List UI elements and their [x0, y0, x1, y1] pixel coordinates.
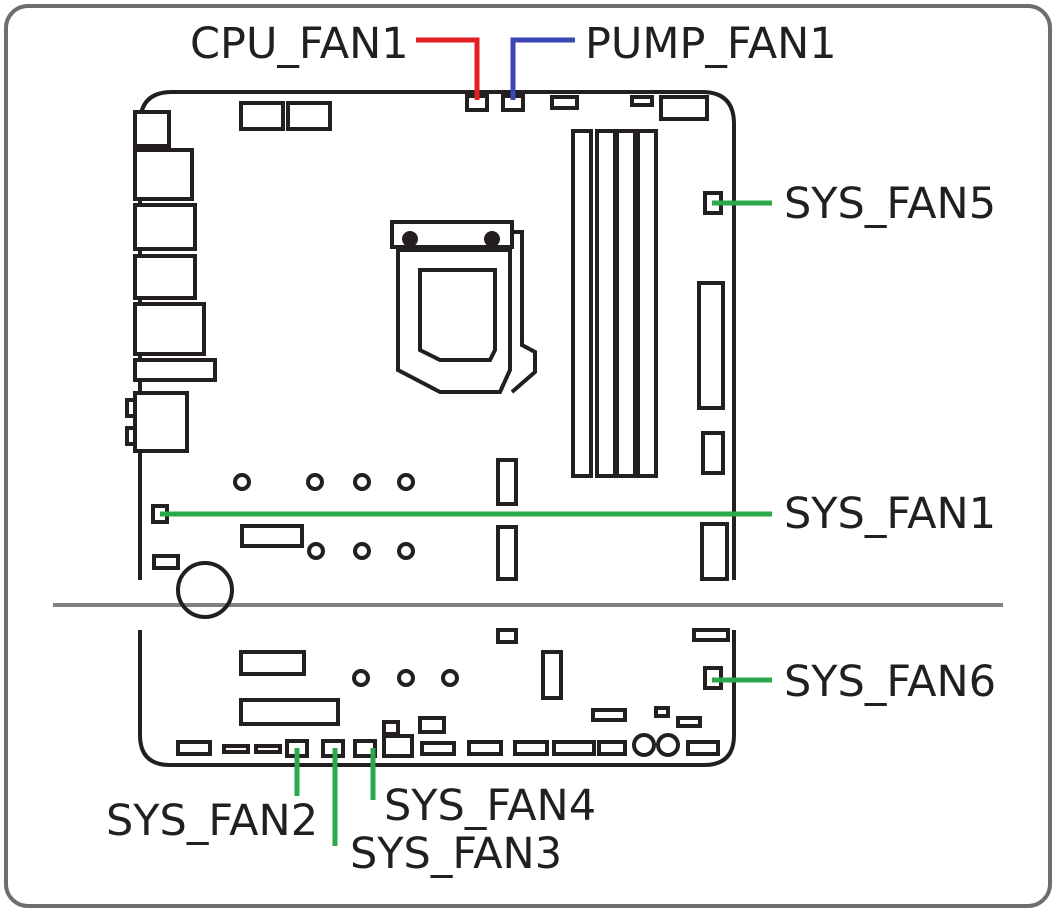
label-sys-fan2: SYS_FAN2	[106, 796, 318, 846]
bottom-circle-2	[656, 733, 680, 757]
io-port-1	[133, 110, 171, 148]
top-connector-5	[659, 95, 709, 121]
bottom-slot-1	[239, 650, 306, 676]
bottom-header-5	[467, 740, 503, 756]
leader-lines	[160, 37, 772, 846]
io-port-audio-nub	[125, 398, 137, 418]
motherboard-bottom	[138, 630, 736, 767]
label-sys-fan4: SYS_FAN4	[384, 781, 596, 831]
label-sys-fan1: SYS_FAN1	[784, 489, 996, 539]
top-connector-4	[630, 95, 654, 107]
label-sys-fan5: SYS_FAN5	[784, 179, 996, 229]
bottom-circle-1	[632, 733, 656, 757]
dimm-slots	[571, 129, 658, 478]
socket-screw-left	[402, 231, 418, 247]
socket-screw-right	[484, 231, 500, 247]
mounting-holes-bottom	[352, 669, 459, 687]
bottom-connector-c	[676, 716, 702, 728]
outer-frame	[4, 4, 1052, 908]
bottom-header-1	[176, 740, 212, 756]
bottom-header-8	[597, 740, 627, 756]
m2-slot-1	[496, 458, 518, 506]
pump-fan1-line	[510, 37, 575, 100]
bottom-header-2	[222, 744, 250, 754]
socket-frame-top	[390, 220, 514, 249]
dimm-slot-3	[615, 129, 637, 478]
io-ports	[125, 110, 217, 453]
bottom-m2-stub	[496, 628, 518, 644]
top-connector-2	[286, 101, 332, 131]
label-sys-fan6: SYS_FAN6	[784, 657, 996, 707]
io-port-2	[133, 148, 194, 201]
m2-slot-2	[496, 525, 518, 581]
misc-top	[151, 458, 518, 581]
bottom-header-3	[254, 744, 282, 754]
bottom-header-6	[513, 740, 549, 756]
cpu-socket	[390, 220, 537, 394]
socket-lever	[510, 230, 537, 394]
bottom-slot-2	[239, 698, 340, 726]
bottom-connector-b	[654, 706, 670, 718]
top-connector-1	[239, 101, 285, 131]
io-port-4	[133, 254, 197, 300]
bottom-connector-a	[591, 708, 627, 722]
atx-power	[697, 281, 725, 410]
bottom-components	[176, 628, 730, 758]
bottom-m2-slot	[541, 650, 563, 700]
dimm-slot-4	[636, 129, 658, 478]
top-connectors	[239, 94, 709, 131]
battery	[176, 561, 234, 619]
bottom-right-stub	[692, 628, 730, 642]
bottom-connector-d	[382, 720, 400, 736]
right-connector-usb	[700, 522, 729, 581]
bottom-connector-f	[382, 734, 414, 758]
io-port-audio	[133, 391, 189, 453]
bottom-header-4	[420, 741, 456, 756]
board-outline-bottom	[138, 630, 736, 767]
small-header-left	[152, 554, 180, 570]
label-cpu-fan1: CPU_FAN1	[190, 19, 409, 69]
io-port-6	[133, 358, 217, 382]
right-connector-small	[701, 431, 725, 475]
bottom-header-9	[686, 740, 720, 756]
right-connectors	[697, 191, 729, 581]
io-port-audio-nub2	[125, 426, 137, 446]
mounting-holes-top	[176, 473, 415, 619]
io-port-5	[133, 302, 206, 356]
socket-inner	[418, 268, 497, 362]
label-sys-fan3: SYS_FAN3	[350, 829, 562, 879]
top-connector-3	[550, 95, 579, 110]
io-port-3	[133, 203, 197, 251]
pcie-connector	[240, 524, 304, 548]
bottom-connector-e	[418, 716, 446, 734]
cpu-fan1-line	[416, 37, 480, 100]
socket-body	[396, 248, 512, 394]
label-pump-fan1: PUMP_FAN1	[585, 19, 837, 69]
bottom-header-7	[552, 740, 596, 756]
dimm-slot-1	[571, 129, 593, 478]
